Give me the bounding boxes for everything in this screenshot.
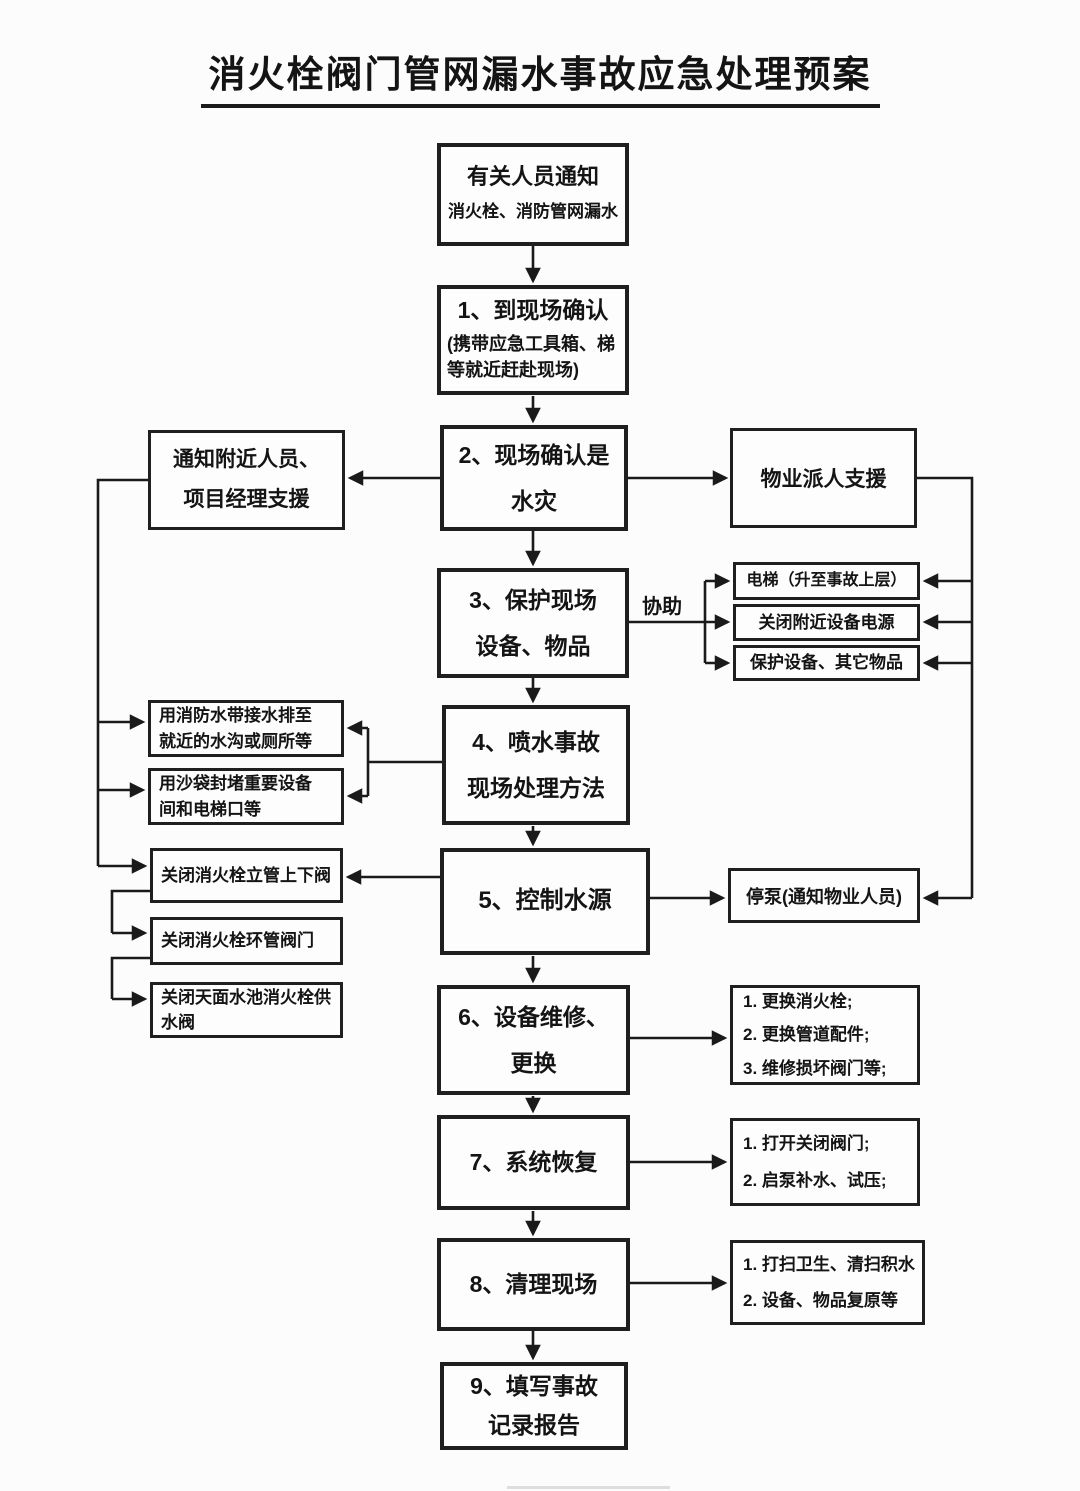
page-title: 消火栓阀门管网漏水事故应急处理预案 [200,44,880,108]
node-restore-list: 1. 打开关闭阀门; 2. 启泵补水、试压; [730,1118,920,1206]
node-power-off-label: 关闭附近设备电源 [758,612,895,632]
node-property-support: 物业派人支援 [730,428,917,528]
node-elevator-label: 电梯（升至事故上层） [746,572,907,589]
node-step8: 8、清理现场 [437,1238,630,1331]
node-restore-list-label: 1. 打开关闭阀门; 2. 启泵补水、试压; [743,1133,887,1190]
node-step6-heading: 6、设备维修、 更换 [458,1004,609,1076]
node-notify-sub: 消火栓、消防管网漏水 [448,202,618,222]
node-repair-list-label: 1. 更换消火栓; 2. 更换管道配件; 3. 维修损坏阀门等; [743,992,887,1078]
node-step3: 3、保护现场 设备、物品 [437,568,629,678]
node-step2-heading: 2、现场确认是 水灾 [458,442,610,514]
node-step1: 1、到现场确认 (携带应急工具箱、梯 等就近赶赴现场) [437,285,629,395]
node-close-roof: 关闭天面水池消火栓供 水阀 [150,982,343,1038]
node-property-support-label: 物业派人支援 [760,468,887,491]
node-notify: 有关人员通知 消火栓、消防管网漏水 [437,143,629,246]
node-hose-drain-label: 用消防水带接水排至 就近的水沟或厕所等 [159,706,312,751]
node-step5: 5、控制水源 [440,848,650,955]
node-step6: 6、设备维修、 更换 [437,985,630,1095]
node-step1-heading: 1、到现场确认 [457,297,609,324]
node-protect-items-label: 保护设备、其它物品 [750,653,903,673]
node-step9: 9、填写事故 记录报告 [440,1362,628,1450]
node-power-off: 关闭附近设备电源 [733,604,920,641]
node-stop-pump-label: 停泵(通知物业人员) [746,886,902,907]
connector-lines [96,246,974,1361]
node-close-roof-label: 关闭天面水池消火栓供 水阀 [161,987,331,1033]
node-notify-nearby: 通知附近人员、 项目经理支援 [148,430,345,530]
node-close-ring: 关闭消火栓环管阀门 [150,917,343,965]
node-close-riser: 关闭消火栓立管上下阀 [150,848,343,903]
node-elevator: 电梯（升至事故上层） [733,562,920,600]
node-step7: 7、系统恢复 [437,1115,630,1210]
node-sandbag-label: 用沙袋封堵重要设备 间和电梯口等 [159,774,312,819]
node-step5-heading: 5、控制水源 [478,887,612,915]
node-step7-heading: 7、系统恢复 [469,1148,598,1175]
node-notify-heading: 有关人员通知 [466,163,599,189]
node-stop-pump: 停泵(通知物业人员) [728,868,920,923]
node-hose-drain: 用消防水带接水排至 就近的水沟或厕所等 [148,700,344,757]
node-step9-heading: 9、填写事故 记录报告 [470,1372,598,1438]
node-sandbag: 用沙袋封堵重要设备 间和电梯口等 [148,768,344,825]
node-step4-heading: 4、喷水事故 现场处理方法 [467,729,605,801]
assist-label: 协助 [642,596,682,618]
node-protect-items: 保护设备、其它物品 [733,645,920,681]
node-step3-heading: 3、保护现场 设备、物品 [469,587,597,659]
node-step1-sub: (携带应急工具箱、梯 等就近赶赴现场) [447,333,615,380]
node-close-ring-label: 关闭消火栓环管阀门 [161,931,314,951]
node-close-riser-label: 关闭消火栓立管上下阀 [161,865,331,885]
node-clean-list-label: 1. 打扫卫生、清扫积水 2. 设备、物品复原等 [743,1254,915,1310]
node-step2: 2、现场确认是 水灾 [440,425,628,531]
node-clean-list: 1. 打扫卫生、清扫积水 2. 设备、物品复原等 [730,1240,925,1325]
node-notify-nearby-label: 通知附近人员、 项目经理支援 [173,448,320,511]
scan-artifact-line [507,1486,670,1489]
node-step4: 4、喷水事故 现场处理方法 [442,705,630,825]
title-wrap: 消火栓阀门管网漏水事故应急处理预案 [0,44,1080,108]
node-repair-list: 1. 更换消火栓; 2. 更换管道配件; 3. 维修损坏阀门等; [730,985,920,1085]
node-step8-heading: 8、清理现场 [469,1270,598,1297]
